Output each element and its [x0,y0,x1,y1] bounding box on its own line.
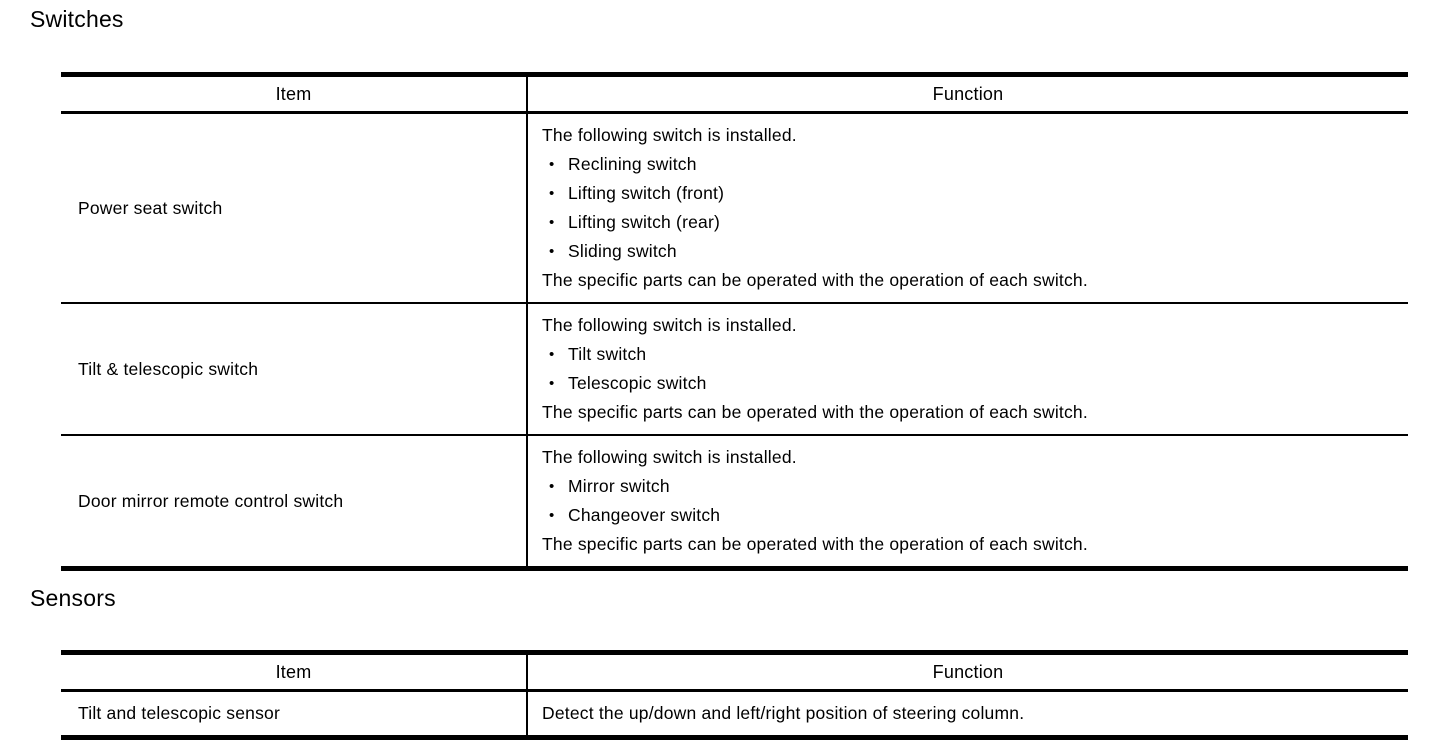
item-cell: Tilt & telescopic switch [61,302,528,435]
sensors-header-row: Item Function [61,652,1408,692]
bullet-label: Lifting switch (front) [568,183,725,203]
bullet-label: Lifting switch (rear) [568,212,721,232]
bullet-label: Mirror switch [568,476,670,496]
bullet-icon: • [549,156,555,173]
function-cell: The following switch is installed. • Mir… [527,434,1408,569]
section-heading-sensors: Sensors [30,585,116,611]
item-cell: Power seat switch [61,112,528,303]
item-cell: Door mirror remote control switch [61,434,528,569]
function-cell: The following switch is installed. • Til… [527,302,1408,435]
table-row-tilt-telescopic-switch: Tilt & telescopic switch The following s… [61,302,1408,435]
bullet-item: • Telescopic switch [542,369,1396,398]
section-heading-switches: Switches [30,6,124,32]
function-cell: The following switch is installed. • Rec… [527,113,1408,304]
function-outro: The specific parts can be operated with … [542,270,1088,290]
table-row-door-mirror-switch: Door mirror remote control switch The fo… [61,434,1408,569]
column-header-item: Item [61,74,528,114]
bullet-icon: • [549,214,555,231]
function-outro: The specific parts can be operated with … [542,534,1088,554]
bullet-label: Reclining switch [568,154,697,174]
switches-table: Item Function Power seat switch The foll… [61,72,1408,571]
sensors-table: Item Function Tilt and telescopic sensor… [61,650,1408,740]
bullet-item: • Sliding switch [542,237,1396,266]
function-outro: The specific parts can be operated with … [542,402,1088,422]
bullet-item: • Reclining switch [542,150,1396,179]
bullet-icon: • [549,243,555,260]
column-header-function: Function [527,652,1408,692]
switches-header-row: Item Function [61,74,1408,114]
item-cell: Tilt and telescopic sensor [61,690,528,738]
bullet-item: • Tilt switch [542,340,1396,369]
bullet-item: • Lifting switch (front) [542,179,1396,208]
bullet-item: • Changeover switch [542,501,1396,530]
bullet-icon: • [549,346,555,363]
table-row-power-seat-switch: Power seat switch The following switch i… [61,112,1408,304]
bullet-item: • Lifting switch (rear) [542,208,1396,237]
bullet-label: Telescopic switch [568,373,707,393]
bullet-icon: • [549,185,555,202]
bullet-icon: • [549,375,555,392]
function-cell: Detect the up/down and left/right positi… [542,703,1025,723]
bullet-icon: • [549,478,555,495]
bullet-item: • Mirror switch [542,472,1396,501]
table-row-tilt-telescopic-sensor: Tilt and telescopic sensor Detect the up… [61,690,1408,738]
function-intro: The following switch is installed. [542,125,797,145]
function-intro: The following switch is installed. [542,315,797,335]
column-header-item: Item [61,652,528,692]
bullet-label: Changeover switch [568,505,721,525]
bullet-label: Sliding switch [568,241,677,261]
function-intro: The following switch is installed. [542,447,797,467]
bullet-icon: • [549,507,555,524]
bullet-label: Tilt switch [568,344,647,364]
column-header-function: Function [527,74,1408,114]
